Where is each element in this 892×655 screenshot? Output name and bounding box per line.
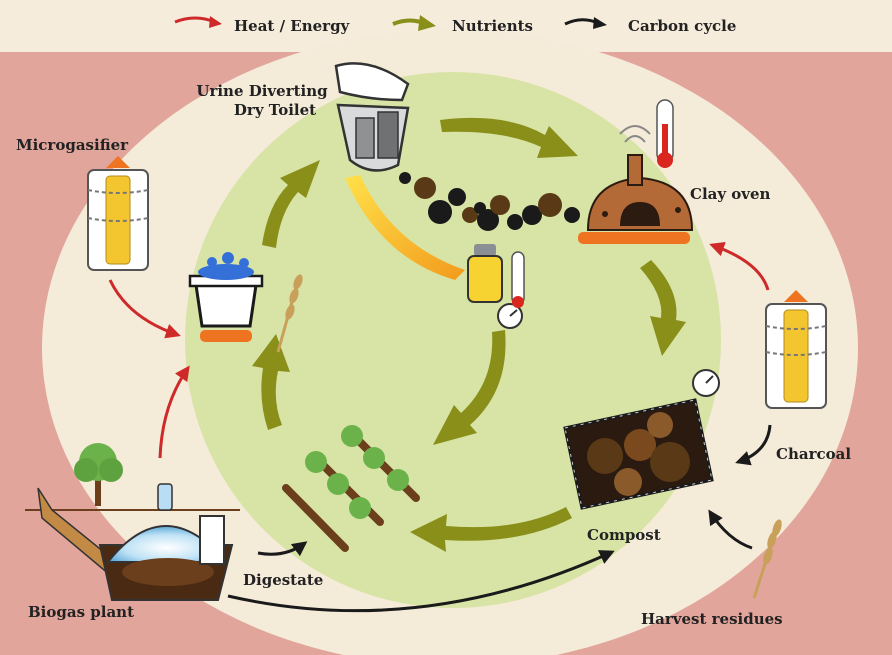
clay-oven-icon: [578, 125, 694, 244]
label-charcoal: Charcoal: [776, 445, 851, 463]
heat-flow-arrows: [108, 241, 770, 459]
harvest-residue-wheat-icon: [752, 519, 782, 599]
nutrient-arrow-compost-to-field: [410, 507, 572, 552]
biogas-plant-icon: [25, 483, 240, 601]
label-microgasifier: Microgasifier: [16, 136, 129, 154]
carbon-arrowhead-icon: [593, 17, 607, 29]
label-clay-oven: Clay oven: [690, 185, 771, 203]
legend-item-nutrients: Nutrients: [392, 15, 533, 35]
label-biogas-plant: Biogas plant: [28, 603, 134, 621]
crop-field-icon: [282, 425, 420, 552]
heat-arrow-microgasifier-to-oven: [709, 241, 770, 291]
cooking-pot-icon: [188, 252, 264, 342]
label-udt-line1: Urine Diverting: [196, 82, 328, 100]
timer-icon: [497, 303, 523, 329]
wheat-icon: [276, 274, 303, 353]
legend-label-nutrients: Nutrients: [452, 17, 533, 35]
thermometer-icon: [656, 99, 674, 168]
nutrient-arrow-toilet-to-oven: [440, 117, 578, 158]
legend: Heat / Energy Nutrients Carbon cycle: [174, 15, 736, 35]
urine-flow-stream: [345, 175, 465, 280]
carbon-arrow-residues-to-compost: [708, 509, 753, 550]
heat-arrow-microgasifier-to-pot: [108, 279, 181, 339]
carbon-arrow-charcoal-to-compost: [735, 424, 772, 466]
compost-timer-icon: [692, 369, 720, 397]
compost-crate-icon: [563, 398, 714, 510]
faeces-trail: [399, 172, 580, 231]
microgasifier-left-icon: [87, 156, 149, 271]
carbon-arrow-biogas-to-compost: [227, 550, 615, 613]
microgasifier-right-icon: [765, 290, 827, 409]
urine-bottle-icon: [467, 244, 503, 303]
urine-thermometer-icon: [511, 251, 525, 308]
legend-item-carbon: Carbon cycle: [564, 17, 736, 35]
legend-item-heat: Heat / Energy: [174, 16, 351, 35]
nutrient-flow-arrows: [252, 117, 686, 552]
nutrient-arrow-oven-to-compost: [640, 260, 686, 356]
heat-arrowhead-icon: [209, 16, 222, 28]
label-harvest-residues: Harvest residues: [641, 610, 783, 628]
legend-label-heat: Heat / Energy: [234, 17, 351, 35]
label-compost: Compost: [587, 526, 661, 544]
label-udt-line2: Dry Toilet: [234, 101, 316, 119]
nutrient-arrow-urine-to-field: [433, 330, 506, 445]
nutrients-arrowhead-icon: [418, 15, 436, 31]
urine-diverting-dry-toilet-icon: [334, 62, 410, 172]
legend-label-carbon: Carbon cycle: [628, 17, 736, 35]
carbon-flow-arrows: [227, 424, 772, 613]
nutrient-arrow-field-to-pot: [252, 334, 290, 430]
carbon-arrow-biogas-to-digestate: [257, 541, 308, 557]
nutrient-arrow-pot-to-toilet: [262, 160, 320, 248]
tree-icon: [74, 443, 123, 506]
label-digestate: Digestate: [243, 571, 323, 589]
heat-arrow-biogas-to-pot: [158, 365, 190, 459]
